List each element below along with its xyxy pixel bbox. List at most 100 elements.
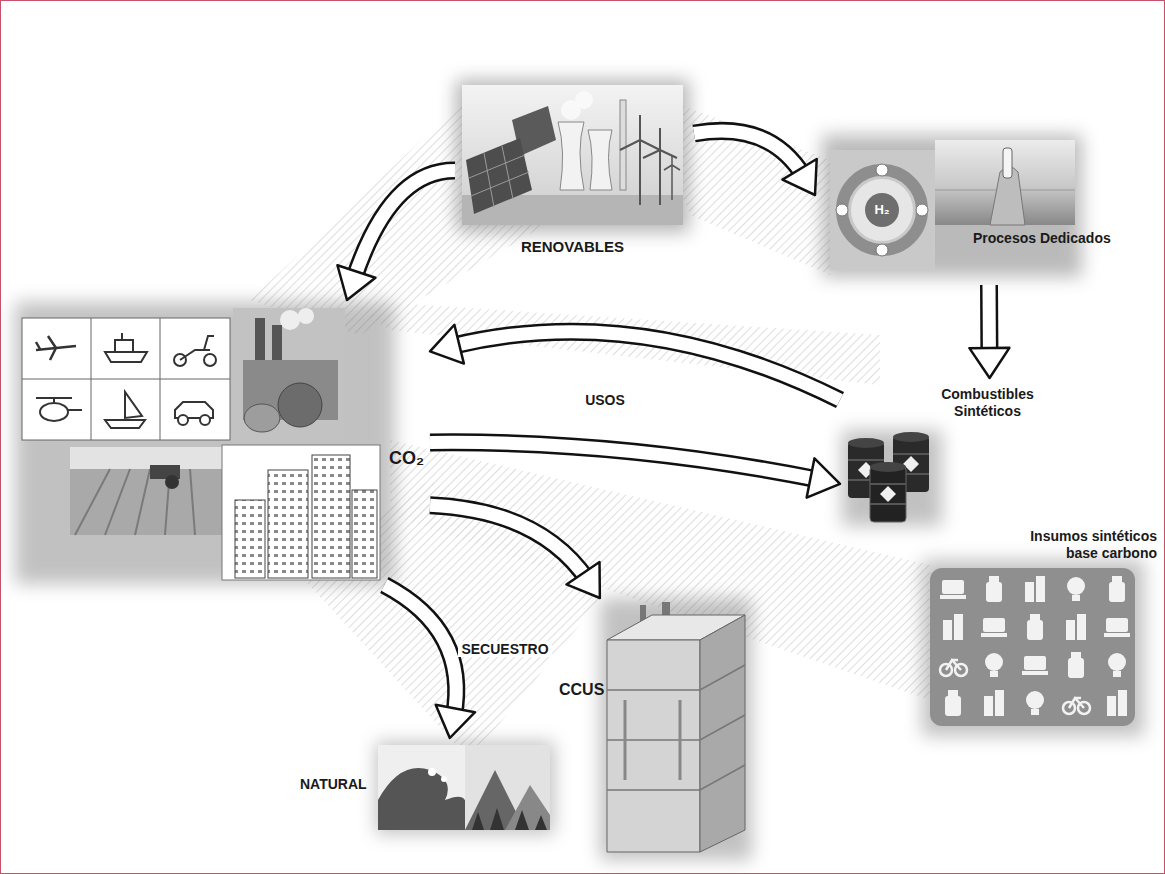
ccus-building bbox=[607, 640, 700, 852]
arrow-head bbox=[807, 458, 840, 497]
renewables-picture bbox=[575, 91, 593, 109]
nature-picture bbox=[428, 768, 436, 776]
hydrogen-process-picture bbox=[836, 204, 848, 216]
hydrogen-process-picture bbox=[1003, 148, 1012, 178]
products-grid bbox=[1108, 653, 1126, 677]
products-grid bbox=[984, 690, 1004, 716]
flow-arrow bbox=[430, 505, 600, 598]
products-grid bbox=[945, 690, 961, 716]
flow-arrow bbox=[337, 170, 455, 300]
products-grid bbox=[1027, 614, 1043, 640]
arrow-outline bbox=[384, 585, 456, 717]
products-grid bbox=[981, 618, 1007, 637]
emitters-picture bbox=[278, 383, 322, 427]
nature-panel: NATURAL bbox=[295, 738, 553, 833]
fuel-barrels bbox=[870, 462, 906, 472]
emitters-picture bbox=[70, 447, 222, 535]
products-grid bbox=[930, 568, 1135, 726]
emitters-picture bbox=[22, 318, 230, 440]
emitters-picture bbox=[75, 469, 195, 535]
arrow-outline bbox=[430, 442, 819, 479]
emitters-picture bbox=[70, 447, 222, 469]
nature-picture bbox=[376, 742, 554, 834]
products-grid bbox=[1063, 698, 1090, 714]
renewables-picture bbox=[558, 122, 584, 190]
nature-picture bbox=[376, 742, 554, 834]
arrow-body bbox=[983, 285, 996, 357]
arrow-body bbox=[430, 505, 588, 580]
fuel-barrels bbox=[848, 438, 884, 448]
products-grid bbox=[1022, 656, 1048, 675]
ccus-building bbox=[600, 598, 752, 860]
panel-label: Combustibles Sintéticos bbox=[925, 386, 1050, 420]
flow-arrow bbox=[384, 585, 475, 738]
ccus-building bbox=[607, 665, 745, 790]
products-grid bbox=[985, 653, 1003, 677]
products-grid bbox=[940, 660, 967, 676]
arrow-body bbox=[450, 332, 840, 400]
emitters-picture bbox=[244, 404, 280, 432]
arrow-head bbox=[782, 159, 816, 195]
nature-picture bbox=[378, 745, 465, 830]
emitters-panel: CO₂ bbox=[15, 300, 430, 585]
emitters-picture bbox=[15, 302, 395, 584]
renewables-picture bbox=[620, 115, 660, 205]
renewables-picture bbox=[469, 146, 529, 207]
emitters-picture bbox=[105, 333, 147, 362]
flow-arrow bbox=[969, 285, 1009, 378]
nature-picture bbox=[441, 776, 447, 782]
renewables-panel: RENOVABLES bbox=[455, 78, 694, 263]
ccus-building bbox=[600, 598, 752, 860]
hydrogen-process-picture bbox=[935, 140, 1075, 225]
arrow-label: SECUESTRO bbox=[458, 641, 551, 658]
emitters-picture bbox=[204, 354, 216, 366]
renewables-picture bbox=[456, 80, 689, 232]
products-grid bbox=[1025, 576, 1045, 602]
emitters-picture bbox=[222, 445, 380, 580]
hydrogen-process-picture bbox=[842, 170, 922, 250]
arrow-head bbox=[566, 562, 599, 598]
panel-label: RENOVABLES bbox=[455, 238, 690, 256]
products-grid bbox=[986, 576, 1002, 602]
emitters-picture bbox=[180, 336, 214, 360]
products-grid bbox=[943, 614, 963, 640]
emitters-picture bbox=[235, 500, 265, 578]
arrow-outline bbox=[430, 505, 588, 580]
hydrogen-process-picture bbox=[822, 135, 1082, 277]
fuel-barrels bbox=[893, 432, 929, 442]
icon-label: H₂ bbox=[874, 202, 889, 218]
products-grid bbox=[1066, 614, 1086, 640]
arrow-body bbox=[384, 585, 456, 717]
fuel-barrels bbox=[870, 466, 906, 522]
renewables-picture bbox=[456, 80, 689, 232]
emitters-picture bbox=[36, 398, 82, 410]
emitters-picture bbox=[312, 455, 350, 578]
emitters-picture bbox=[40, 403, 68, 421]
emitters-picture bbox=[15, 302, 395, 584]
nature-picture bbox=[472, 808, 547, 830]
hydrogen-process-picture bbox=[865, 193, 899, 227]
fuels-panel: Combustibles Sintéticos bbox=[840, 378, 1060, 525]
hydrogen-process-picture bbox=[851, 179, 913, 241]
products-grid bbox=[940, 580, 966, 599]
products-grid bbox=[1107, 690, 1127, 716]
arrow-outline bbox=[450, 332, 840, 400]
products-panel: Insumos sintéticos base carbono bbox=[915, 526, 1160, 736]
hydrogen-process-picture bbox=[822, 135, 1082, 277]
arrow-label: USOS bbox=[582, 392, 628, 409]
ccus-building bbox=[625, 700, 680, 780]
products-grid bbox=[922, 560, 1144, 736]
arrow-head bbox=[430, 325, 464, 364]
hydrogen-process-picture bbox=[830, 150, 935, 270]
arrow-body bbox=[430, 442, 819, 479]
emitters-picture bbox=[200, 415, 210, 425]
emitters-picture bbox=[298, 308, 314, 324]
arrow-body bbox=[694, 131, 804, 177]
products-grid bbox=[1067, 577, 1085, 601]
flow-arrow bbox=[694, 131, 817, 195]
emitters-picture bbox=[105, 392, 145, 428]
panel-label: Procesos Dedicados bbox=[973, 230, 1113, 247]
